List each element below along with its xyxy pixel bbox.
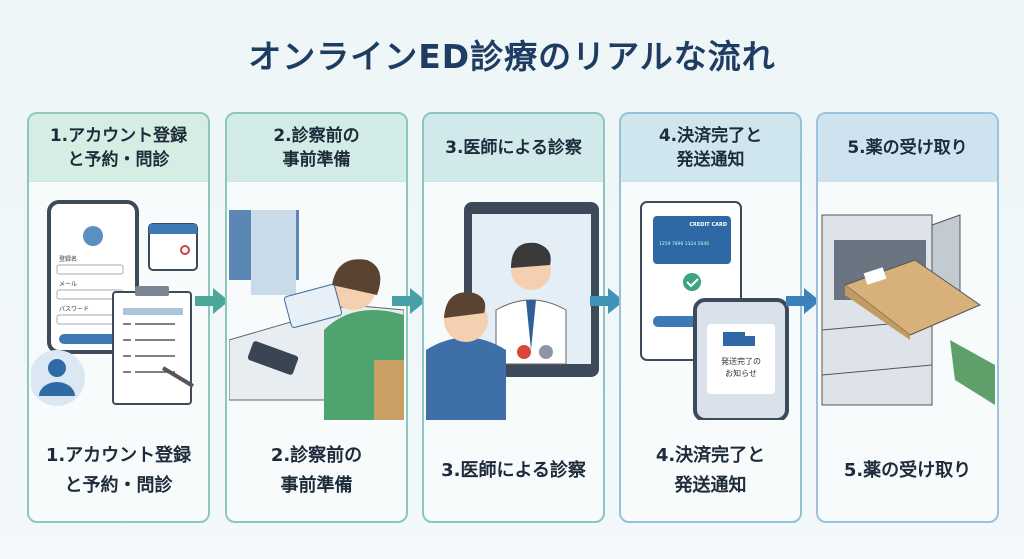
user-avatar-icon	[31, 350, 85, 406]
arrow-right-icon	[590, 288, 624, 314]
credit-card-icon	[653, 216, 731, 264]
id-card-icon	[283, 283, 343, 329]
curtain-icon	[251, 210, 296, 295]
card-label: CREDIT CARD	[689, 222, 727, 228]
chair-icon	[374, 360, 404, 420]
shipping-notice-line2: お知らせ	[725, 368, 757, 378]
form-label-password: パスワード	[59, 306, 89, 313]
form-label-email: メール	[59, 281, 77, 288]
step-2-panel: 2.診察前の 事前準備 2.診察前の 事前準備	[225, 112, 408, 523]
doctor-video-call-illustration	[426, 202, 599, 420]
step-5-panel: 5.薬の受け取り 5.薬の受け取り	[816, 112, 999, 523]
step-2-caption: 2.診察前の 事前準備	[270, 445, 363, 496]
step-5-header: 5.薬の受け取り	[818, 114, 997, 182]
step-4-panel: 4.決済完了と 発送通知 CREDIT CARD 1259 7890 1324 …	[619, 112, 802, 523]
account-registration-illustration: 登録名 メール パスワード	[31, 200, 198, 406]
step-5-caption: 5.薬の受け取り	[843, 460, 972, 481]
patient-icon	[426, 337, 506, 420]
arrow-right-icon	[786, 288, 820, 314]
form-label-name: 登録名	[59, 255, 77, 263]
delivery-truck-icon	[723, 332, 745, 346]
page-title: オンラインED診療のリアルな流れ	[248, 37, 776, 76]
hand-icon	[950, 340, 995, 405]
smartphone-icon	[47, 200, 139, 354]
arrow-right-icon	[195, 288, 229, 314]
step-1-caption: 1.アカウント登録 と予約・問診	[45, 445, 192, 496]
arrow-right-icon	[392, 288, 426, 314]
shipping-notice-line1: 発送完了の	[721, 356, 761, 366]
step-2-header: 2.診察前の 事前準備	[227, 114, 406, 182]
step-4-caption: 4.決済完了と 発送通知	[655, 445, 766, 496]
step-3-header: 3.医師による診察	[424, 114, 603, 182]
step-1-header: 1.アカウント登録 と予約・問診	[29, 114, 208, 182]
clipboard-icon	[112, 286, 195, 405]
medicine-pickup-illustration	[821, 214, 995, 406]
calendar-icon	[148, 223, 198, 271]
smartphone-icon	[247, 341, 299, 375]
payment-shipping-illustration: CREDIT CARD 1259 7890 1324 5646 発送完了の お知…	[640, 201, 789, 420]
pre-exam-preparation-illustration	[229, 210, 404, 420]
end-call-icon	[517, 345, 531, 359]
step-3-caption: 3.医師による診察	[441, 460, 586, 481]
step-3-panel: 3.医師による診察 3.医師による診察	[422, 112, 605, 523]
microphone-icon	[539, 345, 553, 359]
step-4-header: 4.決済完了と 発送通知	[621, 114, 800, 182]
card-number: 1259 7890 1324 5646	[659, 241, 709, 247]
check-icon	[683, 273, 701, 291]
step-1-panel: 1.アカウント登録 と予約・問診 登録名 メール パスワード	[27, 112, 210, 523]
